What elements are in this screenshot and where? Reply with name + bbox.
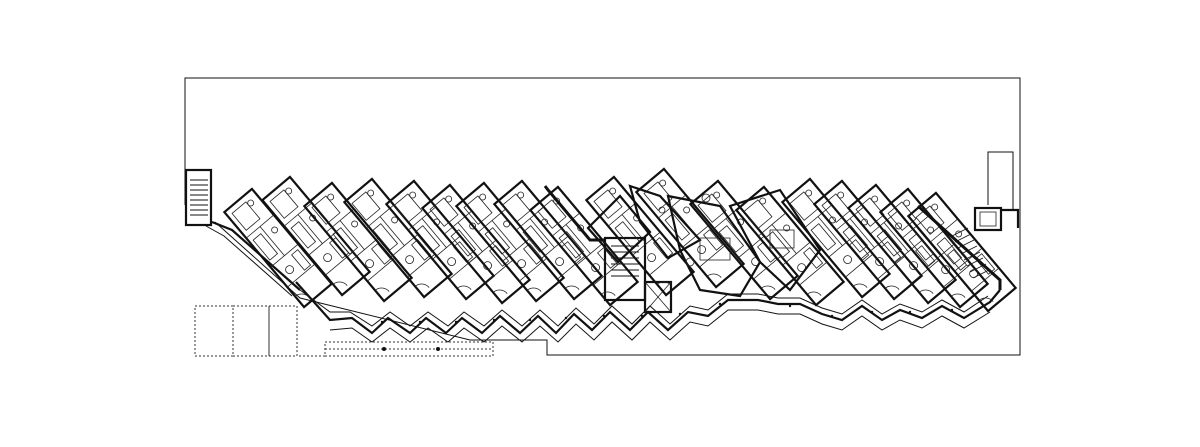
slab-edge bbox=[329, 309, 991, 343]
right-end-wall bbox=[916, 204, 1002, 290]
apartment-unit bbox=[846, 183, 958, 305]
railing-dots bbox=[380, 302, 954, 324]
corridor-wall-upper bbox=[211, 220, 301, 291]
apartment-unit bbox=[492, 179, 604, 301]
apartment-unit bbox=[302, 181, 414, 303]
apartment-unit bbox=[260, 175, 372, 297]
right-annex-outline bbox=[987, 151, 1014, 210]
apartment-units bbox=[222, 167, 1018, 313]
central-communal-block bbox=[586, 184, 822, 298]
apartment-unit bbox=[812, 179, 924, 301]
central-heavy-wall bbox=[543, 185, 605, 242]
site-boundary bbox=[184, 77, 1021, 356]
balcony-zigzag bbox=[295, 281, 1001, 335]
dashed-annex bbox=[194, 305, 494, 357]
left-stair-core bbox=[184, 168, 213, 227]
balcony-inner-line bbox=[299, 289, 989, 327]
right-stair-core bbox=[973, 206, 1020, 232]
apartment-unit bbox=[454, 181, 566, 303]
corridor-wall-lower bbox=[205, 225, 293, 297]
apartment-unit bbox=[584, 175, 696, 297]
apartment-unit bbox=[384, 179, 496, 301]
apartment-unit bbox=[906, 191, 1018, 313]
